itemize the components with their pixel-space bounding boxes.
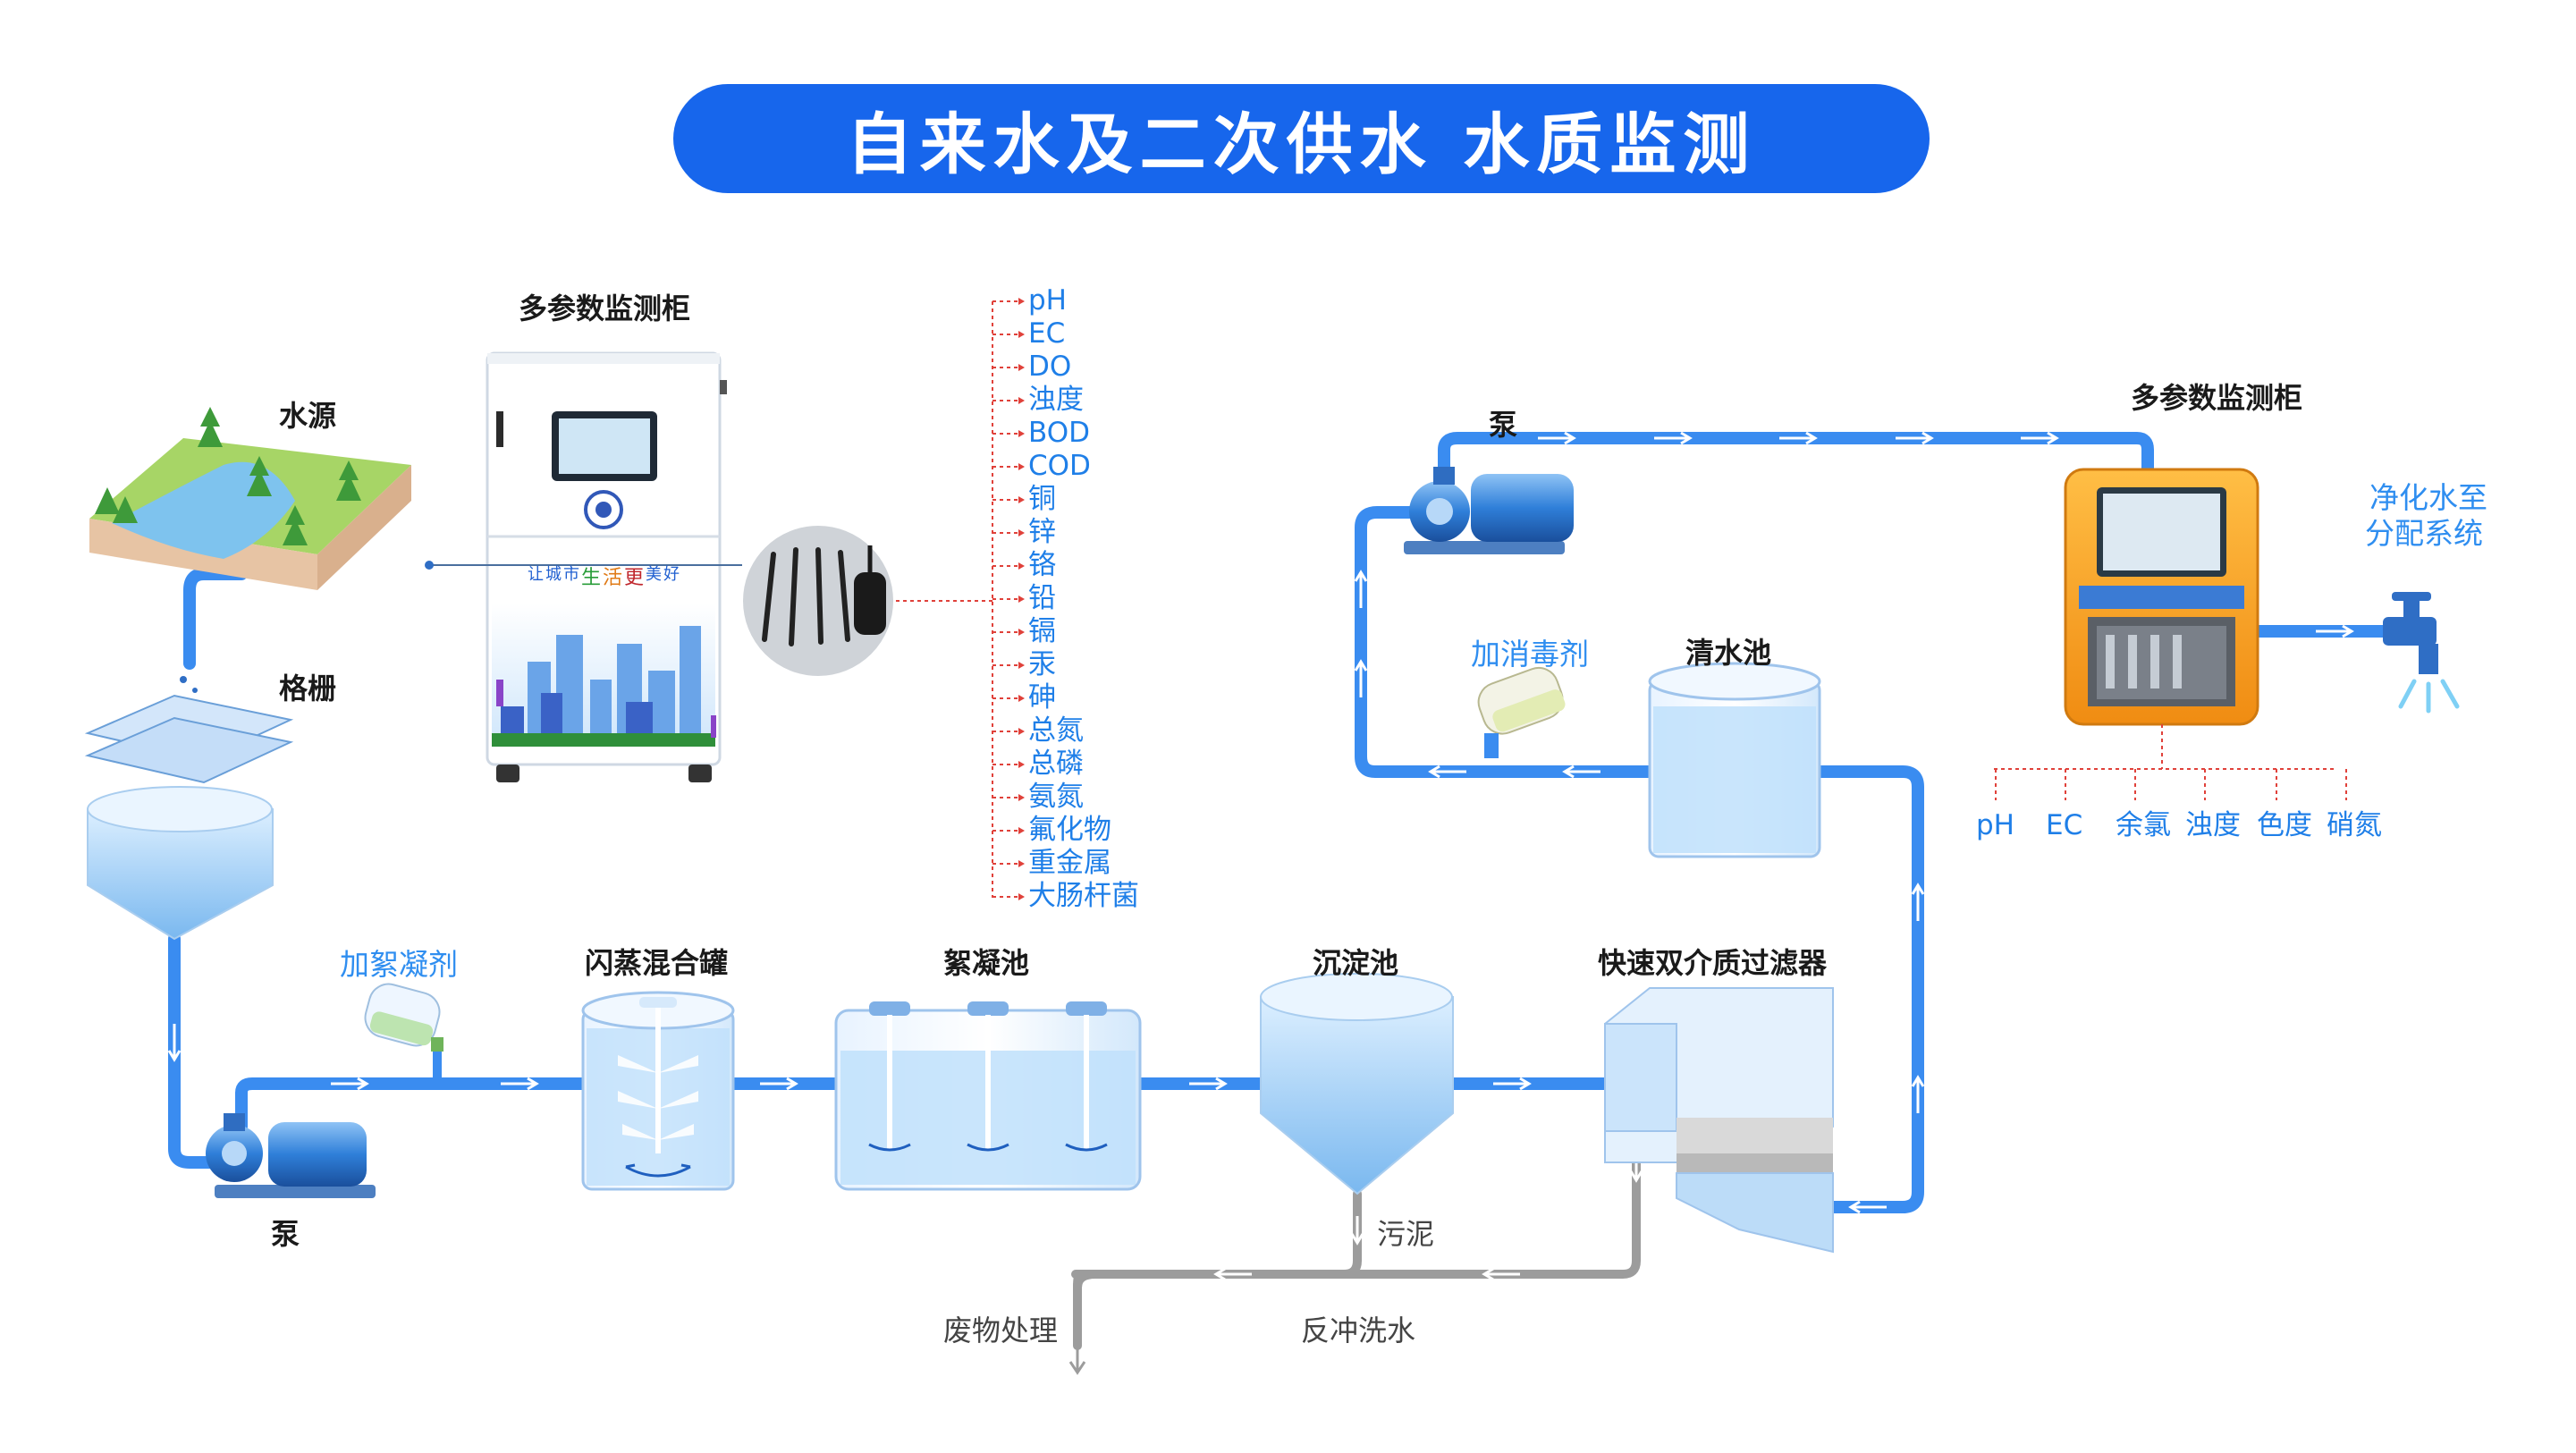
label-pump-top: 泵 bbox=[1489, 408, 1518, 442]
label-sedimentation: 沉淀池 bbox=[1313, 946, 1399, 980]
left-param-tick-arrow bbox=[1018, 860, 1025, 867]
left-param-tick-arrow bbox=[1018, 463, 1025, 470]
right-param-item: EC bbox=[2046, 809, 2083, 841]
left-param-tick-arrow bbox=[1018, 397, 1025, 404]
cabinet-sign-char: 更 bbox=[624, 567, 645, 589]
label-backwash: 反冲洗水 bbox=[1301, 1314, 1416, 1347]
disinfectant-bottle bbox=[1477, 666, 1566, 758]
left-param-tick-arrow bbox=[1018, 331, 1025, 338]
right-param-item: 余氯 bbox=[2116, 809, 2171, 841]
left-param-item: 铬 bbox=[1028, 549, 1056, 581]
left-monitoring-cabinet bbox=[486, 351, 727, 782]
left-param-item: 氨氮 bbox=[1028, 781, 1084, 813]
sedimentation-tank bbox=[1260, 973, 1454, 1195]
label-flash-mixer: 闪蒸混合罐 bbox=[585, 946, 729, 980]
left-param-tick-arrow bbox=[1018, 695, 1025, 702]
left-param-item: 铅 bbox=[1028, 582, 1056, 614]
right-params-ticks bbox=[1995, 769, 2347, 800]
pump-top-illustration bbox=[1404, 467, 1574, 554]
left-param-tick-arrow bbox=[1018, 430, 1025, 437]
coagulant-bottle bbox=[364, 983, 443, 1078]
label-water-source: 水源 bbox=[279, 399, 337, 433]
right-analyzer-illustration bbox=[1994, 468, 2334, 770]
cabinet-sign-char: 让 bbox=[528, 565, 544, 584]
right-param-item: 硝氮 bbox=[2327, 809, 2382, 841]
water-source-illustration bbox=[89, 407, 411, 590]
title-banner: 自来水及二次供水 水质监测 bbox=[673, 84, 1930, 193]
cabinet-sign: 让城市生活更美好 bbox=[528, 562, 680, 590]
label-grille: 格栅 bbox=[279, 672, 337, 705]
left-param-item: COD bbox=[1028, 450, 1091, 482]
label-sludge: 污泥 bbox=[1377, 1217, 1435, 1251]
left-param-item: 氟化物 bbox=[1028, 814, 1111, 846]
left-param-item: 重金属 bbox=[1028, 847, 1111, 879]
label-filter: 快速双介质过滤器 bbox=[1598, 946, 1828, 980]
left-param-tick-arrow bbox=[1018, 298, 1025, 305]
flash-mixer-tank bbox=[581, 991, 735, 1191]
left-param-item: 大肠杆菌 bbox=[1028, 880, 1139, 912]
left-param-item: 锌 bbox=[1028, 516, 1056, 548]
left-param-item: DO bbox=[1028, 351, 1072, 383]
left-param-tick-arrow bbox=[1018, 562, 1025, 570]
flow-arrows bbox=[167, 431, 2354, 1214]
cabinet-sign-char: 美 bbox=[646, 565, 663, 584]
label-disinfectant: 加消毒剂 bbox=[1471, 637, 1589, 672]
cabinet-sign-char: 城 bbox=[545, 565, 562, 584]
left-param-tick-arrow bbox=[1018, 794, 1025, 801]
left-param-item: pH bbox=[1028, 284, 1067, 317]
cabinet-sign-char: 好 bbox=[663, 565, 680, 584]
right-param-item: 浊度 bbox=[2185, 809, 2241, 841]
left-param-tick-arrow bbox=[1018, 529, 1025, 536]
left-param-item: 总氮 bbox=[1028, 714, 1084, 747]
label-cabinet-left: 多参数监测柜 bbox=[519, 291, 691, 325]
page-title: 自来水及二次供水 水质监测 bbox=[846, 106, 1757, 183]
label-cabinet-right: 多参数监测柜 bbox=[2131, 381, 2303, 415]
left-param-item: 总磷 bbox=[1028, 748, 1084, 780]
settling-tank bbox=[87, 786, 274, 941]
left-param-tick-arrow bbox=[1018, 496, 1025, 503]
cabinet-sign-char: 活 bbox=[603, 567, 623, 589]
left-param-tick-arrow bbox=[1018, 761, 1025, 768]
label-clear-pool: 清水池 bbox=[1685, 636, 1772, 670]
label-coagulant: 加絮凝剂 bbox=[340, 947, 458, 982]
left-param-item: BOD bbox=[1028, 417, 1090, 449]
right-param-item: pH bbox=[1976, 809, 2014, 841]
faucet-illustration bbox=[2383, 592, 2460, 714]
left-param-item: 浊度 bbox=[1028, 384, 1084, 416]
label-pump-bottom: 泵 bbox=[271, 1217, 300, 1251]
left-param-item: 砷 bbox=[1028, 681, 1056, 714]
left-param-tick-arrow bbox=[1018, 893, 1025, 900]
left-params-ticks bbox=[992, 298, 1025, 900]
waste-outlet-arrow bbox=[1068, 1346, 1086, 1375]
pump-bottom-illustration bbox=[206, 1113, 376, 1198]
clear-water-pool bbox=[1648, 662, 1821, 858]
waste-arrows bbox=[1213, 1153, 1643, 1281]
grille-screens bbox=[84, 694, 294, 784]
left-param-tick-arrow bbox=[1018, 827, 1025, 834]
cabinet-sign-char: 生 bbox=[581, 567, 602, 589]
left-param-item: 汞 bbox=[1028, 648, 1056, 680]
label-flocculation: 絮凝池 bbox=[943, 946, 1030, 980]
label-waste: 废物处理 bbox=[943, 1314, 1059, 1347]
sensor-probes-magnifier bbox=[425, 520, 992, 681]
cabinet-sign-char: 市 bbox=[563, 565, 579, 584]
right-param-item: 色度 bbox=[2257, 809, 2312, 841]
left-param-item: 镉 bbox=[1028, 615, 1056, 647]
left-param-tick-arrow bbox=[1018, 662, 1025, 669]
left-param-item: EC bbox=[1028, 317, 1066, 350]
left-param-tick-arrow bbox=[1018, 629, 1025, 636]
left-param-tick-arrow bbox=[1018, 728, 1025, 735]
waste-pipes bbox=[1071, 1118, 1641, 1350]
left-param-tick-arrow bbox=[1018, 596, 1025, 603]
left-param-item: 铜 bbox=[1028, 483, 1056, 515]
label-purified-line1: 净化水至 bbox=[2369, 480, 2487, 515]
label-purified-line2: 分配系统 bbox=[2365, 516, 2483, 551]
flocculation-tank bbox=[834, 1001, 1142, 1191]
left-param-tick-arrow bbox=[1018, 364, 1025, 371]
dual-media-filter bbox=[1604, 987, 1834, 1254]
